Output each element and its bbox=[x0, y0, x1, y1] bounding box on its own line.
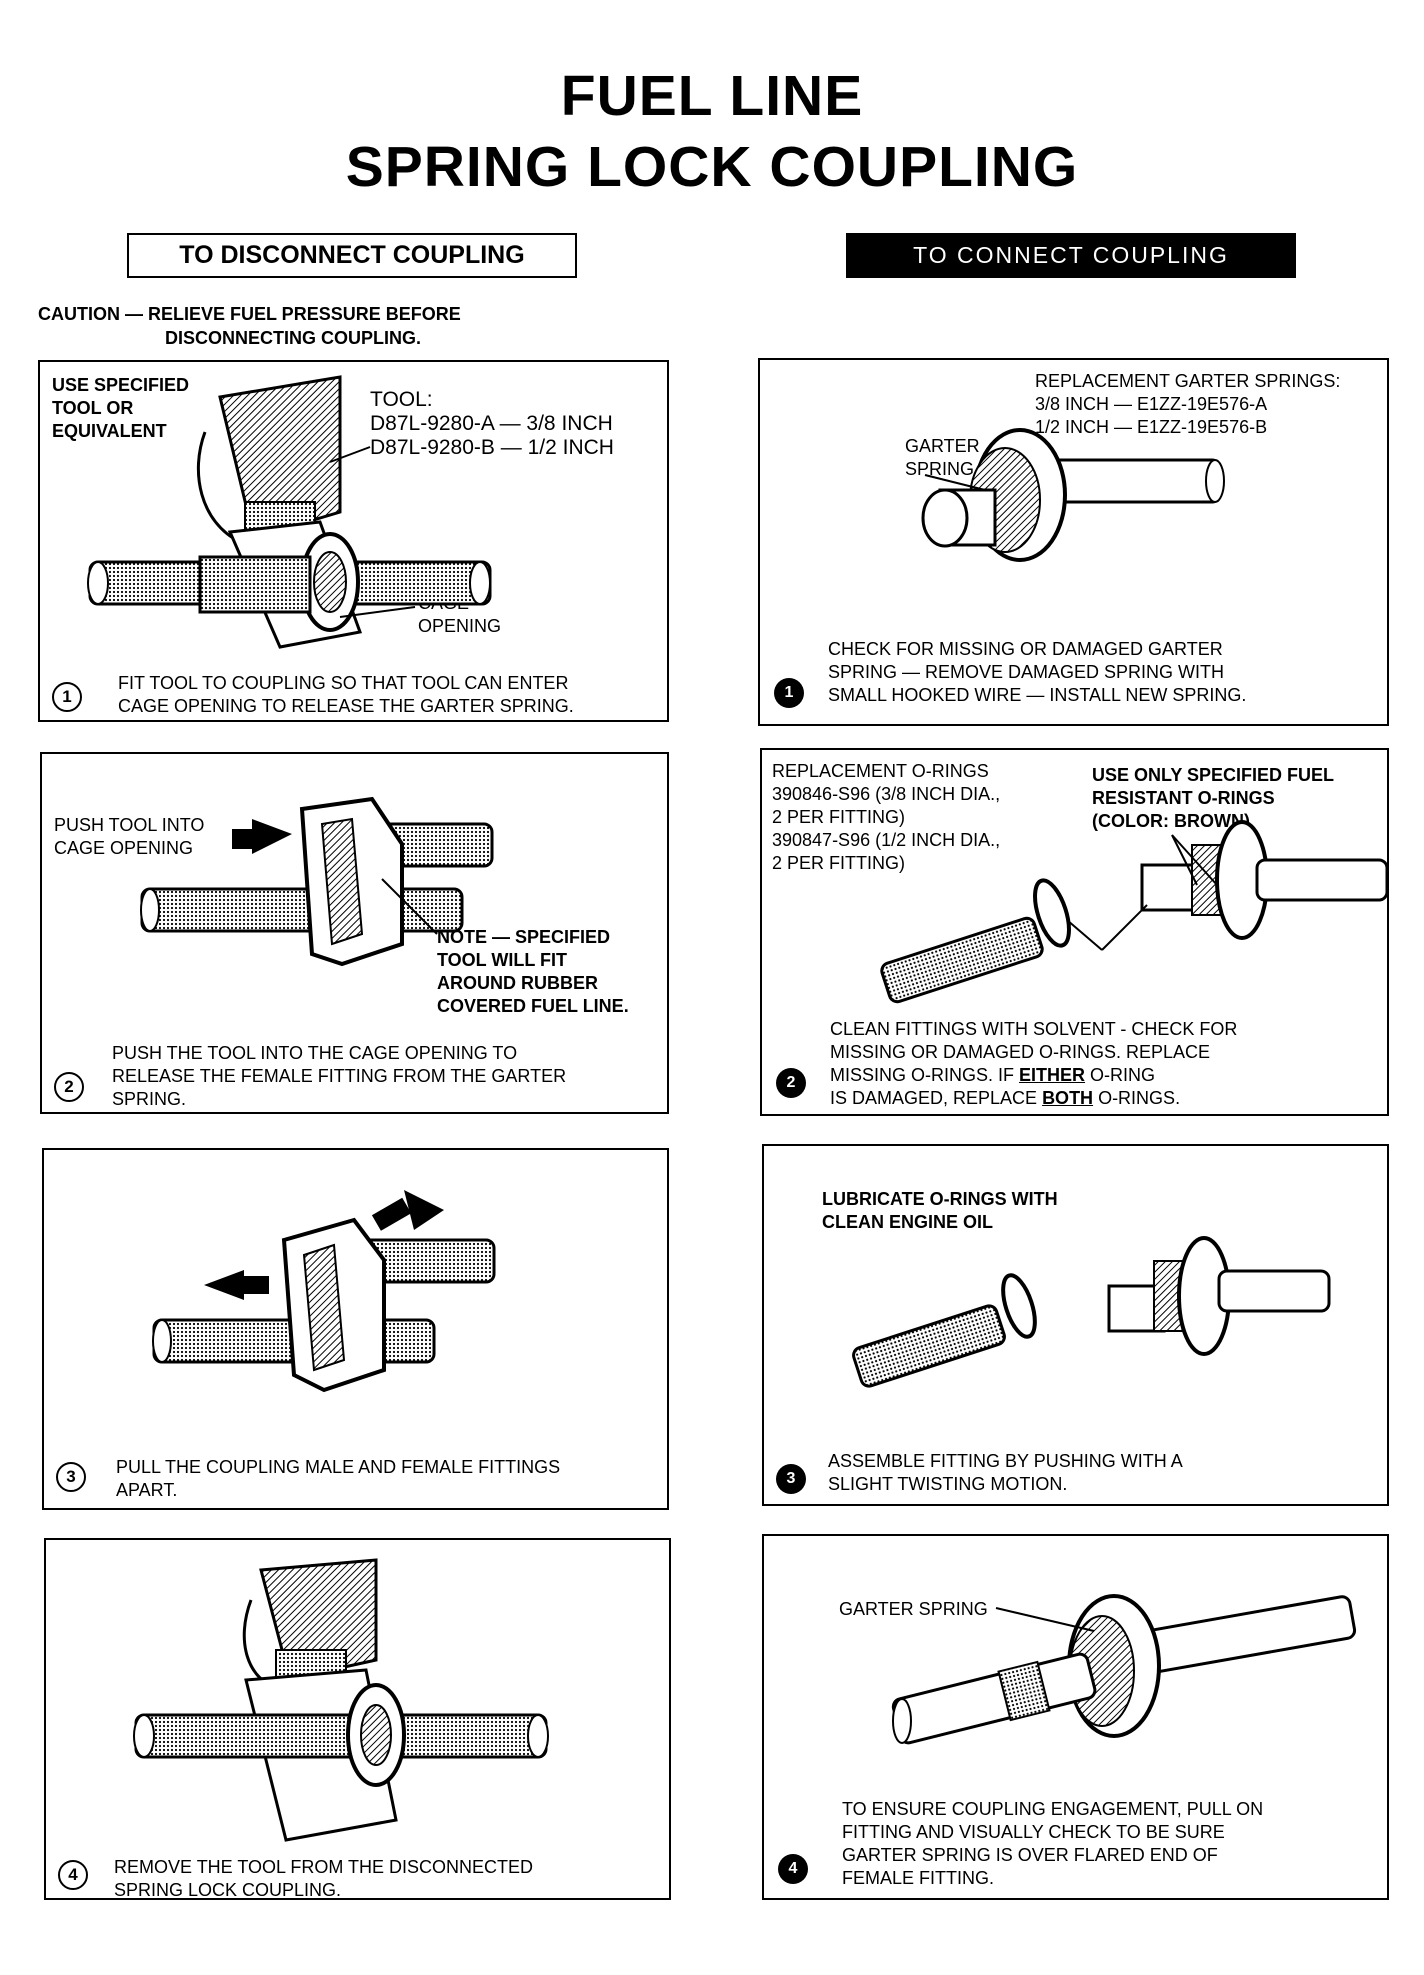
disconnect-header: TO DISCONNECT COUPLING bbox=[127, 233, 577, 278]
tool-on-coupling-illustration bbox=[87, 375, 492, 649]
garter-spring-callout: GARTER SPRING bbox=[905, 436, 980, 479]
step-number-3: 3 bbox=[776, 1464, 806, 1494]
tool-spec: TOOL: D87L-9280-A — 3/8 INCH D87L-9280-B… bbox=[370, 388, 614, 459]
connect-step-3-panel: LUBRICATE O-RINGS WITH CLEAN ENGINE OIL … bbox=[762, 1144, 1389, 1506]
connect-step-4-panel: GARTER SPRING 4 TO ENSURE COUPLING ENGAG… bbox=[762, 1534, 1389, 1900]
garter-spring-illustration bbox=[921, 428, 1225, 562]
tool-fit-note: NOTE — SPECIFIED TOOL WILL FIT AROUND RU… bbox=[437, 927, 629, 1016]
connect-step-2-panel: REPLACEMENT O-RINGS 390846-S96 (3/8 INCH… bbox=[760, 748, 1389, 1116]
garter-spring-callout: GARTER SPRING bbox=[839, 1599, 988, 1619]
step-number-3: 3 bbox=[56, 1462, 86, 1492]
disconnect-step-3-panel: 3 PULL THE COUPLING MALE AND FEMALE FITT… bbox=[42, 1148, 669, 1510]
o-ring-replacement: REPLACEMENT O-RINGS 390846-S96 (3/8 INCH… bbox=[772, 761, 1001, 873]
emphasis-either: EITHER bbox=[1019, 1065, 1086, 1085]
emphasis-both: BOTH bbox=[1042, 1088, 1094, 1108]
step-number-2: 2 bbox=[54, 1072, 84, 1102]
step-caption: PUSH THE TOOL INTO THE CAGE OPENING TO R… bbox=[112, 1043, 567, 1109]
step-number-1: 1 bbox=[774, 678, 804, 708]
connect-header: TO CONNECT COUPLING bbox=[846, 233, 1296, 278]
caution-line2: DISCONNECTING COUPLING. bbox=[165, 328, 422, 348]
step-number-4: 4 bbox=[58, 1860, 88, 1890]
caption-part-2: O-RING IS DAMAGED, REPLACE bbox=[830, 1065, 1156, 1108]
caption-part-3: O-RINGS. bbox=[1093, 1088, 1181, 1108]
page-title-line1: FUEL LINE bbox=[560, 64, 864, 128]
garter-spring-replacement: REPLACEMENT GARTER SPRINGS: 3/8 INCH — E… bbox=[1035, 371, 1341, 437]
disconnect-step-1-panel: USE SPECIFIED TOOL OR EQUIVALENT TOOL: D… bbox=[38, 360, 669, 722]
o-ring-spec-note: USE ONLY SPECIFIED FUEL RESISTANT O-RING… bbox=[1092, 765, 1335, 831]
step-caption: ASSEMBLE FITTING BY PUSHING WITH A SLIGH… bbox=[828, 1451, 1183, 1494]
lubricate-header: LUBRICATE O-RINGS WITH CLEAN ENGINE OIL bbox=[822, 1189, 1058, 1232]
step-caption: TO ENSURE COUPLING ENGAGEMENT, PULL ON F… bbox=[842, 1799, 1264, 1888]
push-tool-illustration bbox=[140, 796, 494, 967]
remove-tool-illustration bbox=[133, 1558, 549, 1842]
disconnect-step-4-panel: 4 REMOVE THE TOOL FROM THE DISCONNECTED … bbox=[44, 1538, 671, 1900]
step-caption: PULL THE COUPLING MALE AND FEMALE FITTIN… bbox=[116, 1457, 561, 1500]
step-number-4: 4 bbox=[778, 1854, 808, 1884]
caution-note: CAUTION — RELIEVE FUEL PRESSURE BEFORE D… bbox=[38, 302, 461, 350]
push-tool-callout: PUSH TOOL INTO CAGE OPENING bbox=[54, 815, 205, 858]
page-title-line2: SPRING LOCK COUPLING bbox=[345, 135, 1079, 199]
step-number-1: 1 bbox=[52, 682, 82, 712]
pull-apart-illustration bbox=[152, 1190, 496, 1393]
step-caption: FIT TOOL TO COUPLING SO THAT TOOL CAN EN… bbox=[118, 673, 574, 716]
assemble-fitting-illustration bbox=[852, 1236, 1331, 1388]
step-caption: CLEAN FITTINGS WITH SOLVENT - CHECK FOR … bbox=[830, 1018, 1237, 1110]
step-caption: REMOVE THE TOOL FROM THE DISCONNECTED SP… bbox=[114, 1857, 534, 1900]
caption-part-1: CLEAN FITTINGS WITH SOLVENT - CHECK FOR … bbox=[830, 1019, 1238, 1085]
connect-step-1-panel: REPLACEMENT GARTER SPRINGS: 3/8 INCH — E… bbox=[758, 358, 1389, 726]
disconnect-step-2-panel: PUSH TOOL INTO CAGE OPENING NOTE — SPECI… bbox=[40, 752, 669, 1114]
engagement-check-illustration bbox=[891, 1594, 1357, 1745]
step-number-2: 2 bbox=[776, 1068, 806, 1098]
tool-label: USE SPECIFIED TOOL OR EQUIVALENT bbox=[52, 375, 190, 441]
o-ring-illustration bbox=[880, 820, 1389, 1004]
step-caption: CHECK FOR MISSING OR DAMAGED GARTER SPRI… bbox=[828, 639, 1247, 705]
caution-line1: CAUTION — RELIEVE FUEL PRESSURE BEFORE bbox=[38, 304, 461, 324]
